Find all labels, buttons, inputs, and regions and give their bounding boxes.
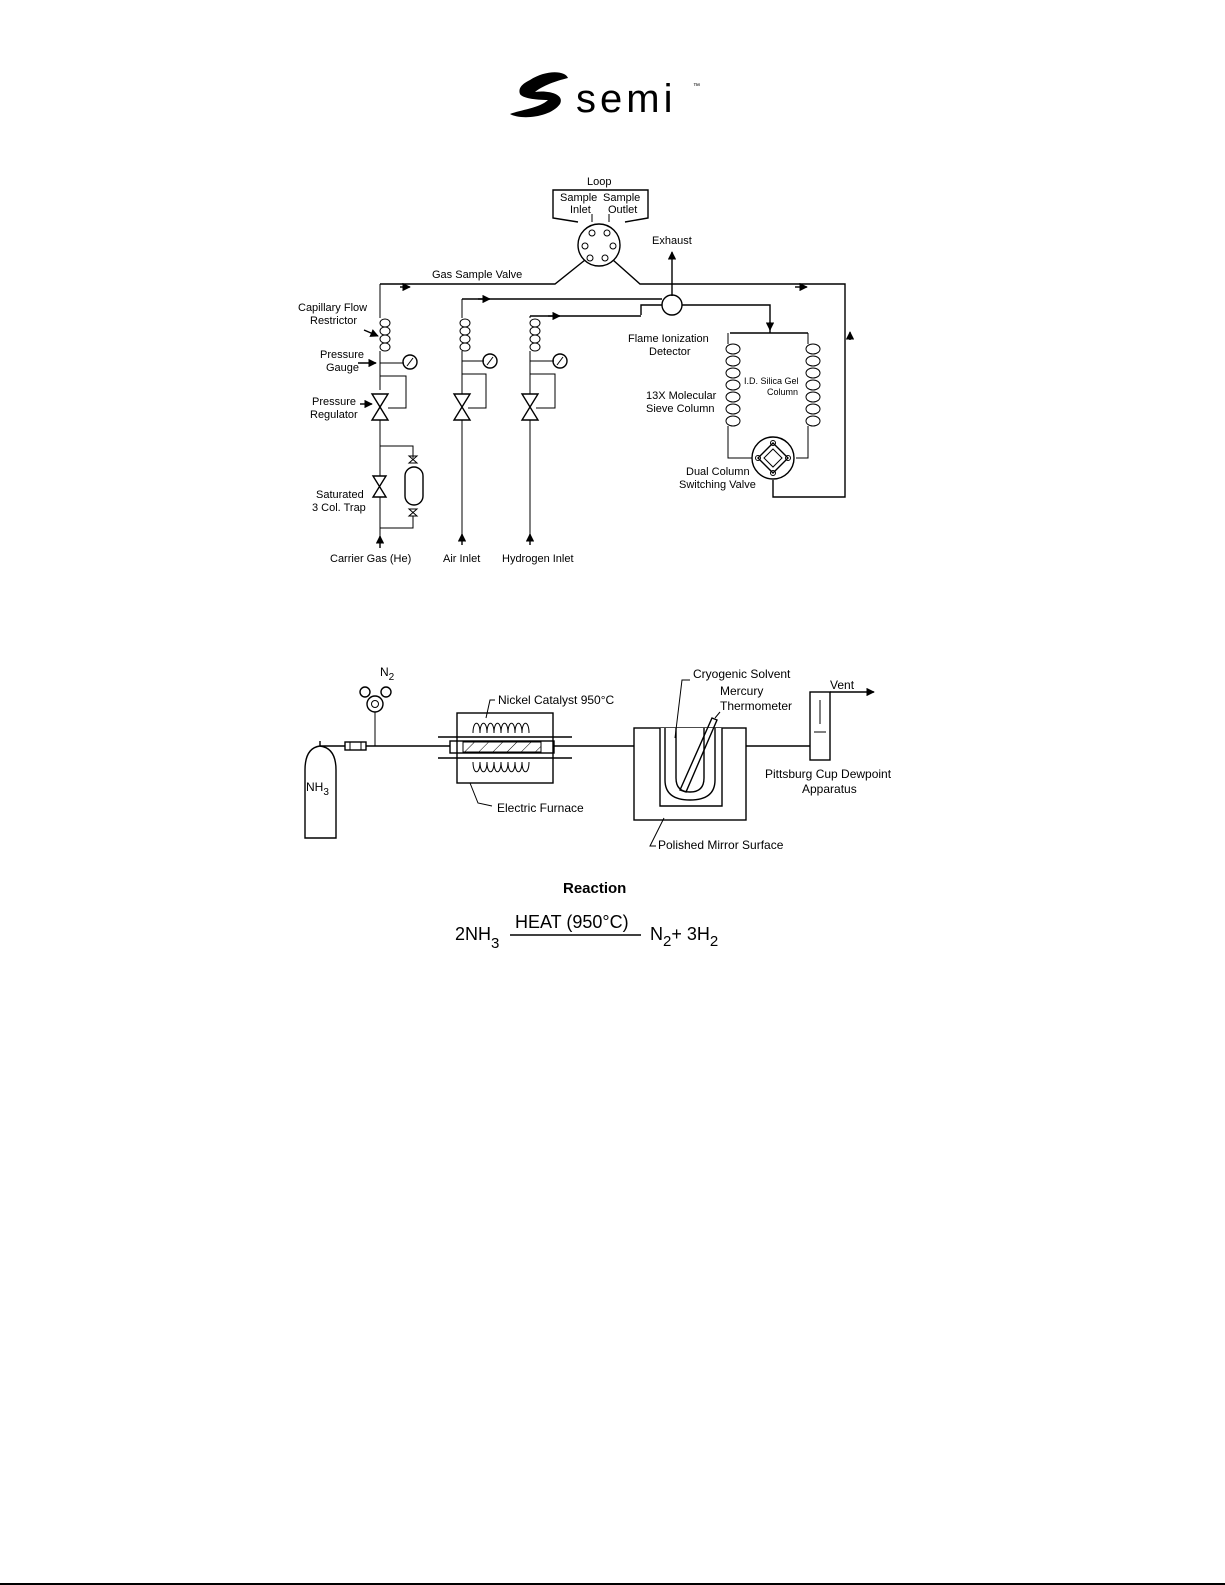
sample-loop: [552, 189, 649, 223]
semi-swoosh-icon: [510, 72, 568, 118]
catalyst-tube: [449, 740, 555, 754]
gas-sample-valve: [577, 223, 621, 267]
label-polished-mirror: Polished Mirror Surface: [658, 838, 784, 852]
dewpoint-cup: [664, 728, 716, 801]
flowmeter: [344, 741, 367, 751]
label-loop: Loop: [587, 176, 611, 188]
n2-regulator: [366, 695, 384, 713]
reaction-condition: HEAT (950°C): [515, 912, 629, 932]
n2-gauge-right: [380, 686, 392, 698]
label-cryogenic-solvent: Cryogenic Solvent: [693, 667, 791, 681]
label-n2: N2: [380, 665, 395, 683]
air-pressure-regulator: [452, 393, 472, 421]
logo-trademark: ™: [693, 83, 700, 90]
saturated-trap: [404, 466, 424, 506]
molecular-sieve-column: [725, 333, 752, 459]
air-pressure-gauge: [482, 353, 498, 369]
electric-furnace: [456, 712, 554, 784]
mercury-thermometer: [679, 717, 718, 793]
reaction-products: N2+ 3H2: [650, 924, 718, 950]
label-electric-furnace: Electric Furnace: [497, 801, 584, 815]
carrier-pressure-regulator: [370, 393, 390, 421]
carrier-capillary-coil: [379, 284, 391, 390]
dewpoint-diagram: NH3 N2 Nickel Catalyst 950°C Electric Fu…: [304, 665, 892, 852]
reaction-title: Reaction: [563, 880, 626, 897]
label-air-inlet: Air Inlet: [443, 553, 480, 565]
carrier-pressure-gauge: [402, 354, 418, 370]
air-capillary-coil: [459, 299, 471, 394]
pittsburg-cup-apparatus: [809, 691, 831, 761]
label-exhaust: Exhaust: [652, 235, 692, 247]
hydrogen-pressure-regulator: [520, 393, 540, 421]
silica-gel-column: [796, 333, 821, 459]
label-nh3: NH3: [306, 780, 329, 798]
label-nickel-catalyst: Nickel Catalyst 950°C: [498, 693, 615, 707]
semi-logo: semi ™: [510, 72, 700, 121]
dual-column-switching-valve: [751, 436, 795, 480]
hydrogen-pressure-gauge: [552, 353, 568, 369]
n2-gauge-left: [359, 686, 371, 698]
reaction-equation: Reaction 2NH3 HEAT (950°C) N2+ 3H2: [455, 880, 718, 952]
label-vent: Vent: [830, 678, 855, 692]
logo-wordmark: semi: [576, 77, 676, 121]
nickel-catalyst: [462, 741, 542, 753]
reaction-reactant: 2NH3: [455, 924, 499, 952]
hydrogen-capillary-coil: [529, 316, 541, 394]
flame-ionization-detector: [661, 294, 683, 316]
label-hydrogen-inlet: Hydrogen Inlet: [502, 553, 574, 565]
label-gas-sample-valve: Gas Sample Valve: [432, 269, 522, 281]
label-carrier-gas: Carrier Gas (He): [330, 553, 411, 565]
